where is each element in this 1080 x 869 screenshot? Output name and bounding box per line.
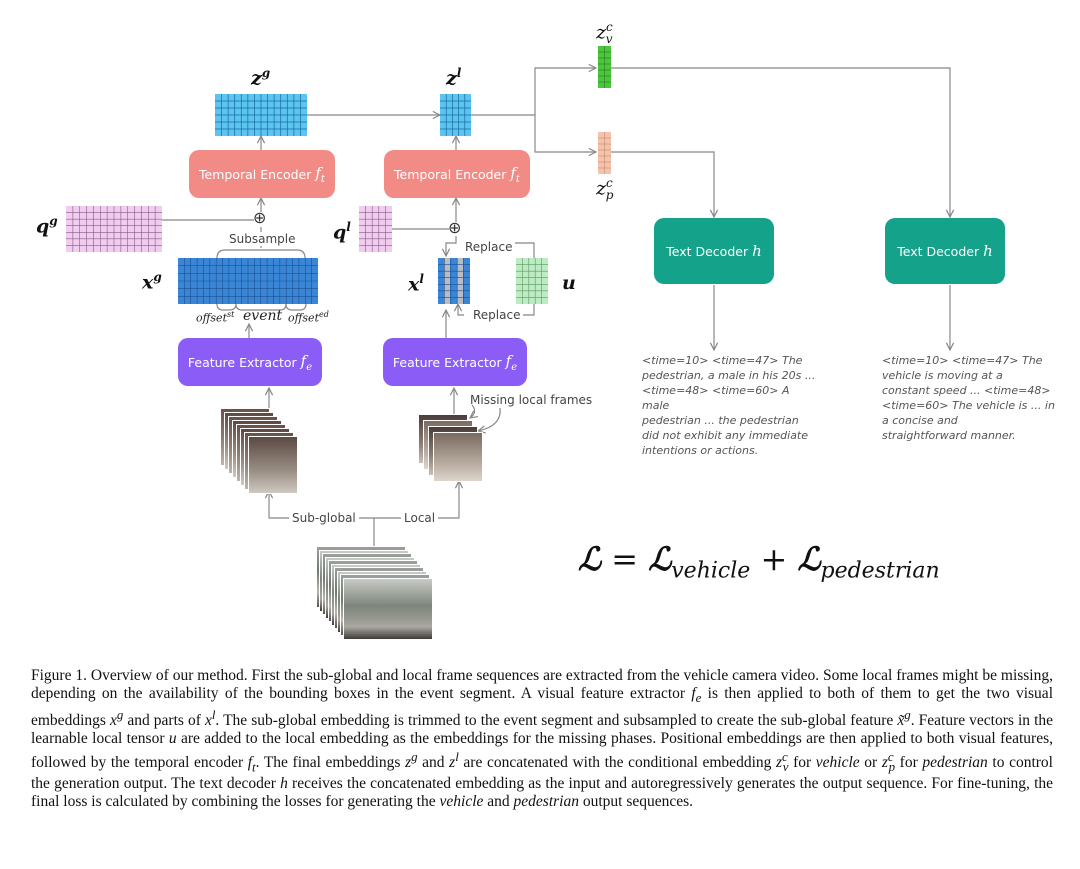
label-x-l: xl — [408, 272, 424, 296]
label-event: event — [243, 308, 283, 324]
label-u: u — [562, 272, 576, 294]
arrow-to-zpc — [534, 115, 596, 152]
tensor-z-g — [215, 94, 307, 136]
local-frames-stack — [418, 414, 488, 484]
label-local: Local — [401, 511, 439, 525]
label-replace-bottom: Replace — [470, 308, 524, 322]
tensor-x-g — [178, 258, 318, 304]
video-frame — [433, 432, 483, 482]
label-offset-st: offsetst — [196, 310, 235, 325]
sub-global-frames-stack — [220, 408, 300, 494]
vehicle-camera-video-stack — [316, 546, 433, 640]
label-offset-ed: offseted — [288, 310, 329, 325]
arrow-replace-top — [446, 236, 457, 256]
arrow-missing-frame-2 — [478, 407, 501, 431]
brace-offset-st — [216, 303, 237, 311]
label-q-g: qg — [36, 214, 58, 238]
label-sub-global: Sub-global — [289, 511, 359, 525]
tensor-q-l — [359, 206, 392, 252]
arrow-replace-bottom — [458, 304, 464, 316]
add-operator-local: ⊕ — [448, 218, 462, 237]
tensor-z-p-c — [598, 132, 611, 174]
tensor-x-l — [438, 258, 470, 304]
label-z-v-c: zcv — [596, 20, 613, 47]
figure-caption: Figure 1. Overview of our method. First … — [31, 667, 1054, 811]
label-z-l: zl — [446, 66, 462, 90]
label-subsample: Subsample — [226, 232, 299, 246]
label-missing-local-frames: Missing local frames — [470, 393, 593, 407]
tensor-z-l — [440, 94, 471, 136]
tensor-z-v-c — [598, 46, 611, 88]
arrow-zpc-to-decoder-pedestrian — [611, 151, 714, 217]
label-z-g: zg — [251, 66, 271, 90]
brace-subsample — [216, 249, 306, 259]
video-frame — [343, 577, 433, 640]
output-pedestrian-text: <time=10> <time=47> The pedestrian, a ma… — [642, 354, 816, 457]
label-z-p-c: zcp — [596, 176, 614, 203]
label-replace-top: Replace — [462, 240, 516, 254]
brace-event — [235, 303, 287, 311]
line-replace-top-from-u — [510, 242, 535, 258]
method-overview-diagram: zg zl qg ql xg xl u zcv zcp ⊕ ⊕ Temporal… — [36, 20, 1055, 640]
arrow-to-zvc — [534, 68, 596, 115]
brace-offset-ed — [285, 303, 307, 311]
tensor-q-g — [66, 206, 162, 252]
arrow-missing-frame-1 — [470, 404, 475, 418]
label-x-g: xg — [142, 270, 162, 294]
label-q-l: ql — [333, 220, 351, 244]
tensor-u — [516, 258, 548, 304]
video-frame — [248, 436, 298, 494]
output-vehicle-text: <time=10> <time=47> The vehicle is movin… — [882, 354, 1055, 442]
loss-equation: ℒ = ℒvehicle + ℒpedestrian — [578, 540, 940, 584]
arrow-zvc-to-decoder-vehicle — [611, 67, 950, 217]
add-operator-global: ⊕ — [253, 208, 267, 227]
